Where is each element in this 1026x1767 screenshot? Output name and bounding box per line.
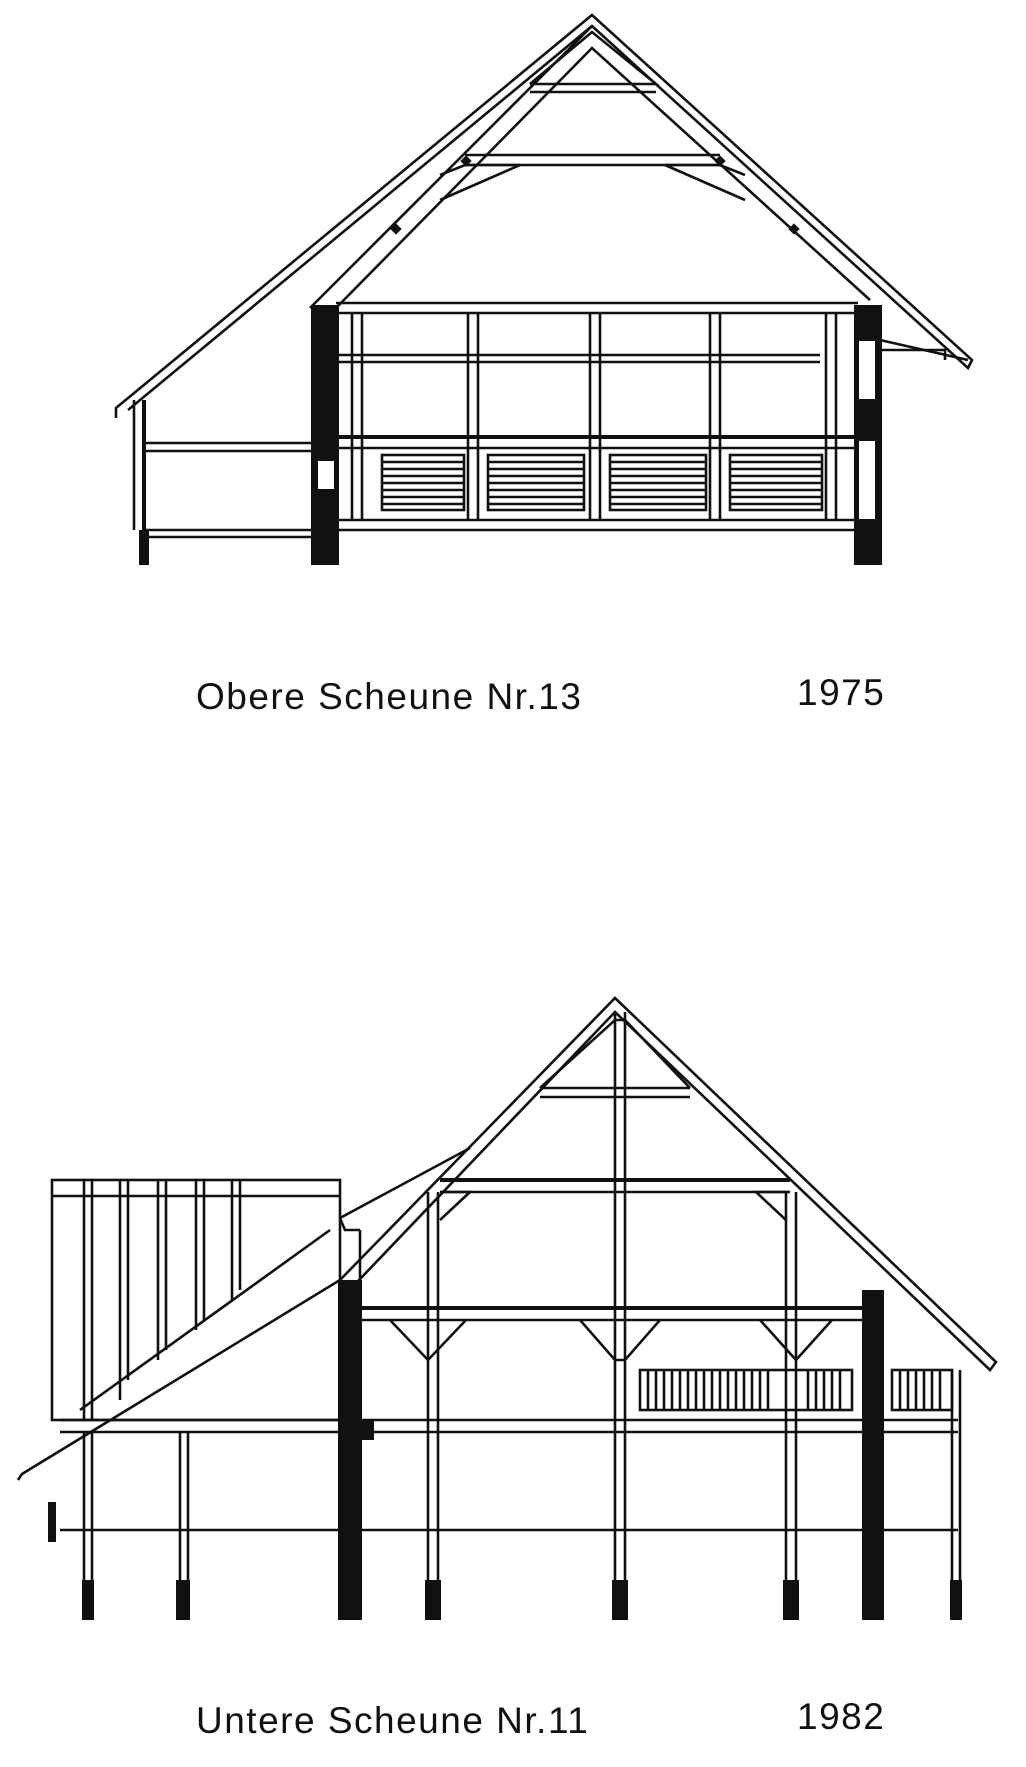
masonry-walls xyxy=(48,1280,962,1620)
masonry-walls xyxy=(132,305,882,565)
drawing-caption-upper: Obere Scheune Nr.13 xyxy=(196,676,583,717)
purlin-marks xyxy=(390,155,800,235)
lean-to-trellis xyxy=(50,1178,342,1422)
lean-to xyxy=(144,441,311,539)
roof-outline xyxy=(16,996,998,1580)
lattice-railing xyxy=(638,1368,954,1412)
barn-section-drawing-upper xyxy=(114,13,974,565)
drawing-caption-lower: Untere Scheune Nr.11 xyxy=(196,1700,590,1741)
drawing-year-lower: 1982 xyxy=(797,1696,886,1737)
posts xyxy=(82,1192,962,1580)
roof-outline xyxy=(114,13,974,418)
drawing-year-upper: 1975 xyxy=(797,672,886,713)
braces xyxy=(389,1190,833,1362)
hay-racks xyxy=(380,453,824,512)
barn-section-drawing-lower xyxy=(16,996,998,1620)
interior-frame xyxy=(339,313,854,532)
